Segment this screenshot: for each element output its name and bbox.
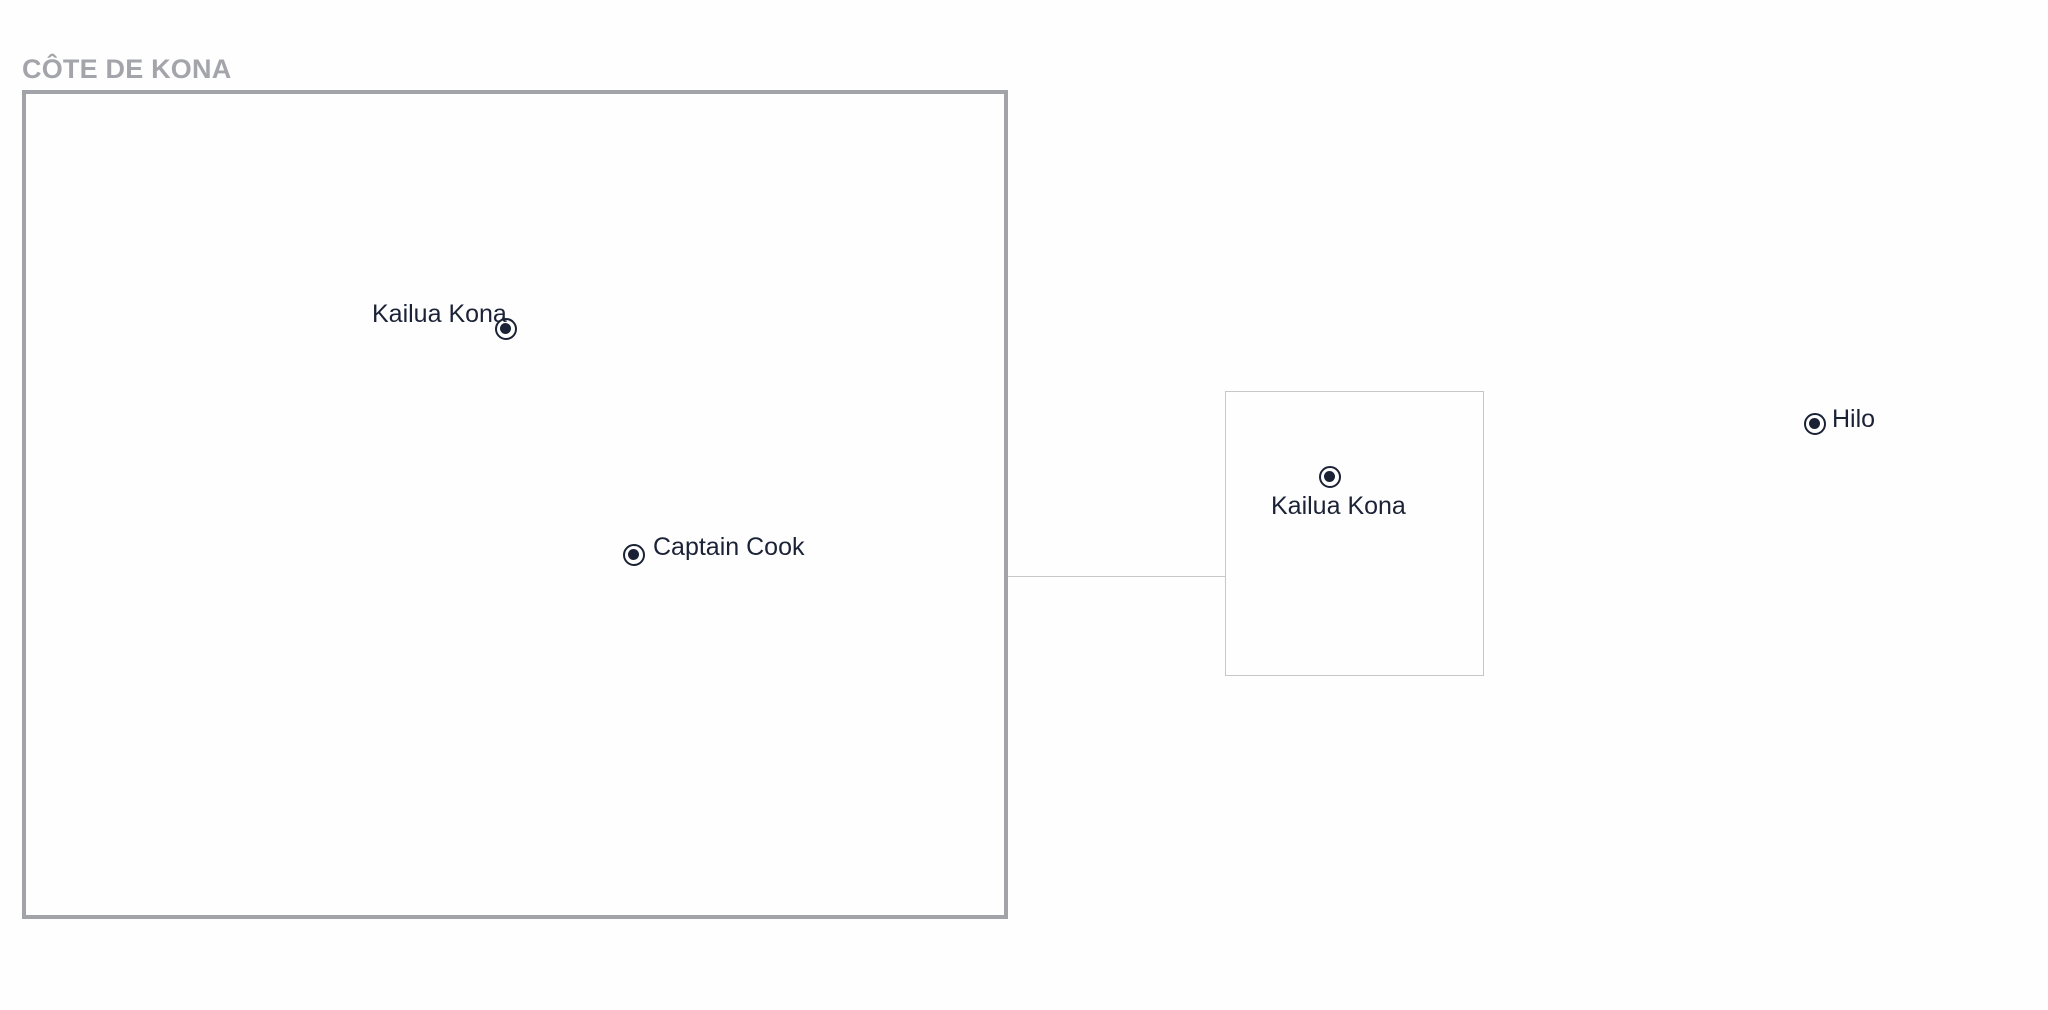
city-marker-icon	[623, 544, 645, 566]
locator-connector-line	[1008, 576, 1225, 577]
place-label-kailua-kona-inset: Kailua Kona	[372, 300, 507, 328]
place-label-hilo: Hilo	[1832, 405, 1876, 433]
locator-box	[1225, 391, 1484, 676]
city-marker-icon	[1804, 413, 1826, 435]
city-marker-icon	[495, 318, 517, 340]
inset-map-frame	[22, 90, 1008, 919]
city-marker-icon	[1319, 466, 1341, 488]
inset-title: CÔTE DE KONA	[22, 54, 232, 84]
place-label-captain-cook: Captain Cook	[653, 533, 805, 561]
place-label-kailua-kona-overview: Kailua Kona	[1271, 492, 1406, 520]
